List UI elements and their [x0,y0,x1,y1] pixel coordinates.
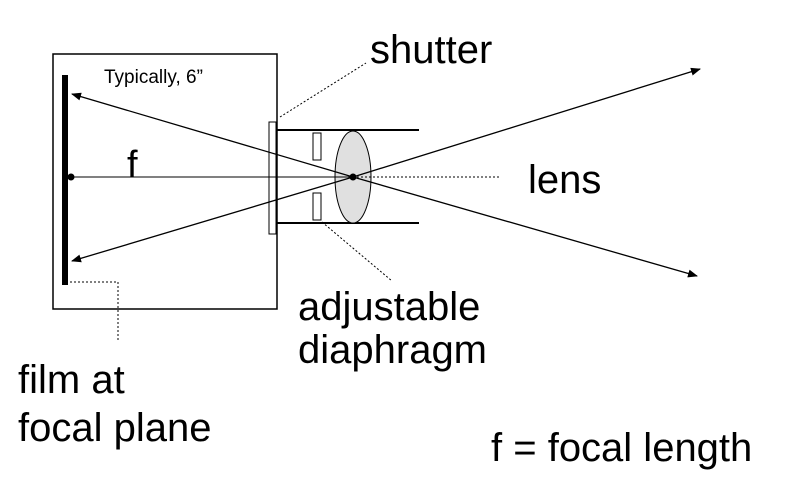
camera-body [52,53,278,310]
ray-upper-out [352,67,701,178]
ray-upper-in [71,92,354,178]
lens-label: lens [528,158,602,202]
film-center-dot [67,173,75,181]
diaphragm-leader [321,221,393,282]
film-leader [70,281,119,340]
diaphragm-blade-top [312,132,322,161]
typical-size-label: Typically, 6” [104,67,203,88]
ray-lower-out [352,176,698,278]
film-plate [62,75,68,285]
adjustable-label: adjustable [298,285,481,329]
lens-center-dot [349,173,357,181]
diaphragm-label: diaphragm [298,328,488,372]
ray-lower-in [71,176,354,263]
focal-length-definition: f = focal length [491,426,753,470]
shutter-label: shutter [370,28,493,72]
focal-length-symbol: f [127,144,138,186]
film-label-line2: focal plane [18,406,212,450]
shutter-plate [268,121,277,235]
film-label-line1: film at [18,358,125,402]
shutter-leader [279,62,367,118]
diaphragm-blade-bottom [312,192,322,221]
